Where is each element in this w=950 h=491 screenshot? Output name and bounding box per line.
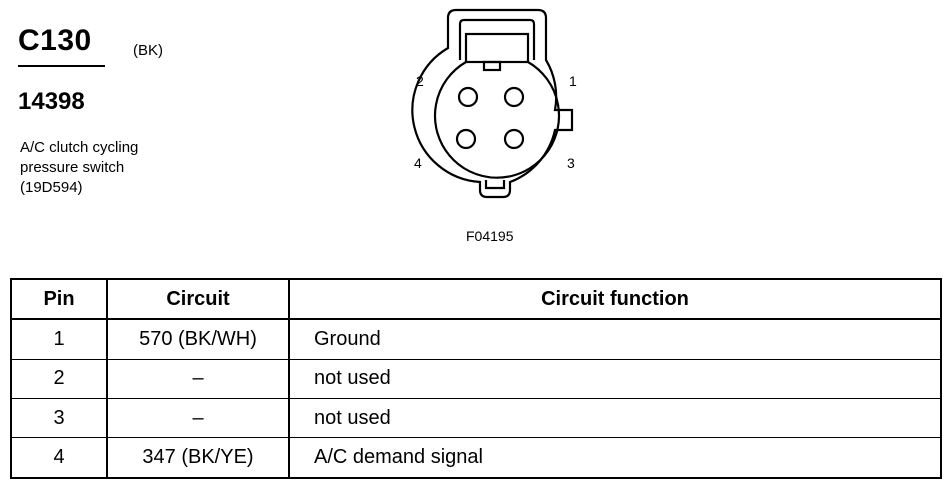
table-row: 2 – not used xyxy=(10,358,942,399)
figure-code: F04195 xyxy=(466,228,514,244)
table-row: 1 570 (BK/WH) Ground xyxy=(10,318,942,360)
circuit-function-cell: not used xyxy=(288,397,942,439)
column-header-circuit-function: Circuit function xyxy=(288,278,942,320)
pin-cavity-4 xyxy=(455,128,477,150)
pin-cell: 1 xyxy=(10,318,108,360)
pin-cell: 4 xyxy=(10,437,108,479)
pin-label: 4 xyxy=(414,155,422,171)
pin-cavity-2 xyxy=(457,86,479,108)
latch-tab xyxy=(482,60,502,72)
pin-label: 2 xyxy=(416,73,424,89)
description-line: pressure switch xyxy=(20,159,125,176)
connector-id: C130 xyxy=(18,24,92,57)
table-row: 4 347 (BK/YE) A/C demand signal xyxy=(10,437,942,479)
latch-loop xyxy=(458,18,536,60)
column-header-pin: Pin xyxy=(10,278,108,320)
circuit-function-cell: not used xyxy=(288,358,942,399)
pin-cavity-1 xyxy=(503,86,525,108)
connector-color-code: (BK) xyxy=(133,42,163,59)
latch-body xyxy=(464,32,530,64)
pinout-table: Pin Circuit Circuit function 1 570 (BK/W… xyxy=(10,278,942,479)
table-row: 3 – not used xyxy=(10,397,942,439)
pin-label: 3 xyxy=(567,155,575,171)
description-line: A/C clutch cycling xyxy=(20,139,139,156)
pin-cell: 3 xyxy=(10,397,108,439)
table-header-row: Pin Circuit Circuit function xyxy=(10,278,942,320)
circuit-cell: 570 (BK/WH) xyxy=(106,318,290,360)
pin-cell: 2 xyxy=(10,358,108,399)
bottom-key-notch xyxy=(484,180,506,190)
pin-cavity-3 xyxy=(503,128,525,150)
component-description: A/C clutch cycling pressure switch (19D5… xyxy=(20,138,138,198)
connector-face-inner xyxy=(433,61,561,179)
pin-label: 1 xyxy=(569,73,577,89)
circuit-function-cell: Ground xyxy=(288,318,942,360)
column-header-circuit: Circuit xyxy=(106,278,290,320)
circuit-cell: 347 (BK/YE) xyxy=(106,437,290,479)
description-line: (19D594) xyxy=(20,179,83,196)
circuit-cell: – xyxy=(106,358,290,399)
part-number: 14398 xyxy=(18,88,85,115)
circuit-function-cell: A/C demand signal xyxy=(288,437,942,479)
circuit-cell: – xyxy=(106,397,290,439)
connector-id-underline xyxy=(18,65,105,67)
connector-face-diagram: 1 2 3 4 xyxy=(411,8,577,199)
connector-housing-outline xyxy=(411,8,574,199)
